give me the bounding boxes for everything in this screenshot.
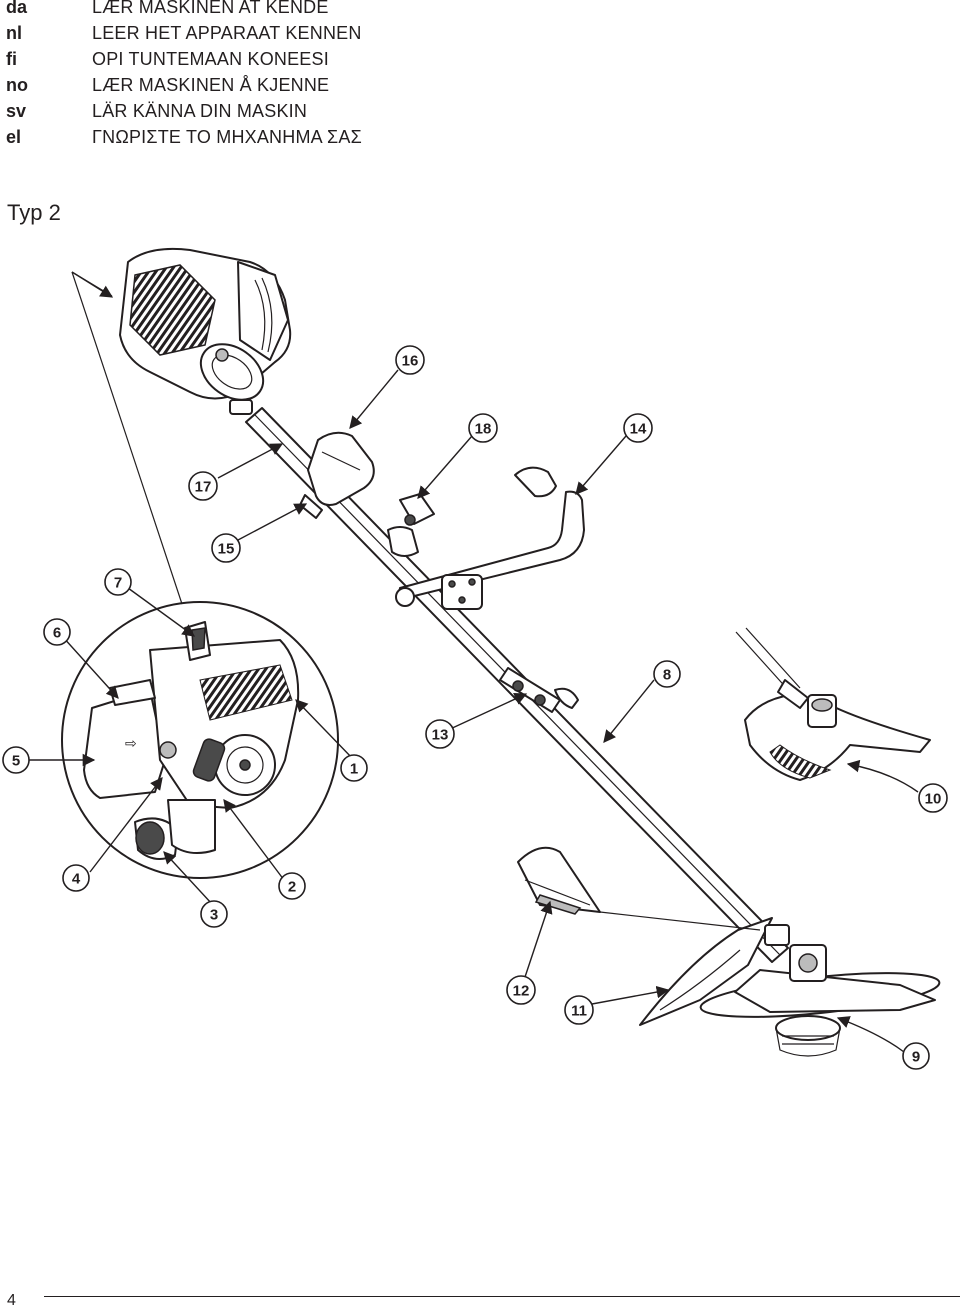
language-code: da xyxy=(6,0,28,17)
callout-4: 4 xyxy=(62,864,90,892)
footer-rule xyxy=(44,1296,960,1297)
callout-10: 10 xyxy=(918,783,948,813)
language-title: LEER HET APPARAAT KENNEN xyxy=(92,23,362,43)
language-code: nl xyxy=(6,23,22,43)
callout-1: 1 xyxy=(340,754,368,782)
callout-leaders xyxy=(28,271,919,1053)
language-title: OPI TUNTEMAAN KONEESI xyxy=(92,49,329,69)
svg-text:2: 2 xyxy=(288,879,296,896)
svg-text:8: 8 xyxy=(663,667,671,684)
svg-text:14: 14 xyxy=(630,421,647,438)
language-title: LÆR MASKINEN Å KJENNE xyxy=(92,75,330,95)
callout-17: 17 xyxy=(188,471,218,501)
callout-18: 18 xyxy=(468,413,498,443)
callout-11: 11 xyxy=(564,995,594,1025)
callout-7: 7 xyxy=(104,568,132,596)
shaft-coupling xyxy=(499,667,579,713)
loop-handle xyxy=(395,466,585,610)
svg-text:18: 18 xyxy=(475,421,492,438)
svg-text:3: 3 xyxy=(210,907,218,924)
language-code: no xyxy=(6,75,28,95)
language-code: fi xyxy=(6,49,17,69)
callout-16: 16 xyxy=(395,345,425,375)
svg-text:10: 10 xyxy=(925,791,942,808)
svg-text:1: 1 xyxy=(350,761,358,778)
callout-15: 15 xyxy=(211,533,241,563)
callout-8: 8 xyxy=(653,660,681,688)
callout-6: 6 xyxy=(43,618,71,646)
language-row-sv: sv LÄR KÄNNA DIN MASKIN xyxy=(6,101,466,127)
strap-hanger xyxy=(387,493,435,557)
language-row-el: el ΓΝΩΡΙΣΤΕ ΤΟ ΜΗΧΑΝΗΜΑ ΣΑΣ xyxy=(6,127,466,153)
callout-12: 12 xyxy=(506,975,536,1005)
svg-text:16: 16 xyxy=(402,353,419,370)
svg-text:13: 13 xyxy=(432,727,449,744)
page-number: 4 xyxy=(7,1292,16,1309)
language-title: LÆR MASKINEN AT KENDE xyxy=(92,0,329,17)
svg-text:12: 12 xyxy=(513,983,530,1000)
language-row-fi: fi OPI TUNTEMAAN KONEESI xyxy=(6,49,466,75)
primer-arrow-glyph: ⇨ xyxy=(125,735,137,751)
blade-guard-detail xyxy=(517,846,761,931)
language-code: sv xyxy=(6,101,27,121)
svg-text:15: 15 xyxy=(218,541,235,558)
language-row-nl: nl LEER HET APPARAAT KENNEN xyxy=(6,23,466,49)
language-title: ΓΝΩΡΙΣΤΕ ΤΟ ΜΗΧΑΝΗΜΑ ΣΑΣ xyxy=(92,127,362,147)
language-title: LÄR KÄNNA DIN MASKIN xyxy=(92,101,308,121)
trimmer-guard-detail xyxy=(735,627,931,781)
throttle-grip xyxy=(299,431,375,519)
svg-text:9: 9 xyxy=(912,1049,920,1066)
svg-text:17: 17 xyxy=(195,479,212,496)
callout-9: 9 xyxy=(902,1042,930,1070)
language-code: el xyxy=(6,127,22,147)
svg-text:4: 4 xyxy=(72,871,81,888)
callout-13: 13 xyxy=(425,719,455,749)
callout-5: 5 xyxy=(2,746,30,774)
language-row-da: da LÆR MASKINEN AT KENDE xyxy=(6,0,466,23)
svg-text:11: 11 xyxy=(571,1003,587,1020)
language-row-no: no LÆR MASKINEN Å KJENNE xyxy=(6,75,466,101)
callout-2: 2 xyxy=(278,872,306,900)
svg-text:7: 7 xyxy=(114,575,122,592)
callout-14: 14 xyxy=(623,413,653,443)
engine-unit xyxy=(119,247,292,415)
callout-3: 3 xyxy=(200,900,228,928)
svg-text:5: 5 xyxy=(12,753,20,770)
svg-text:6: 6 xyxy=(53,625,61,642)
gear-head-with-blade xyxy=(639,917,941,1057)
type-label: Typ 2 xyxy=(7,200,61,225)
